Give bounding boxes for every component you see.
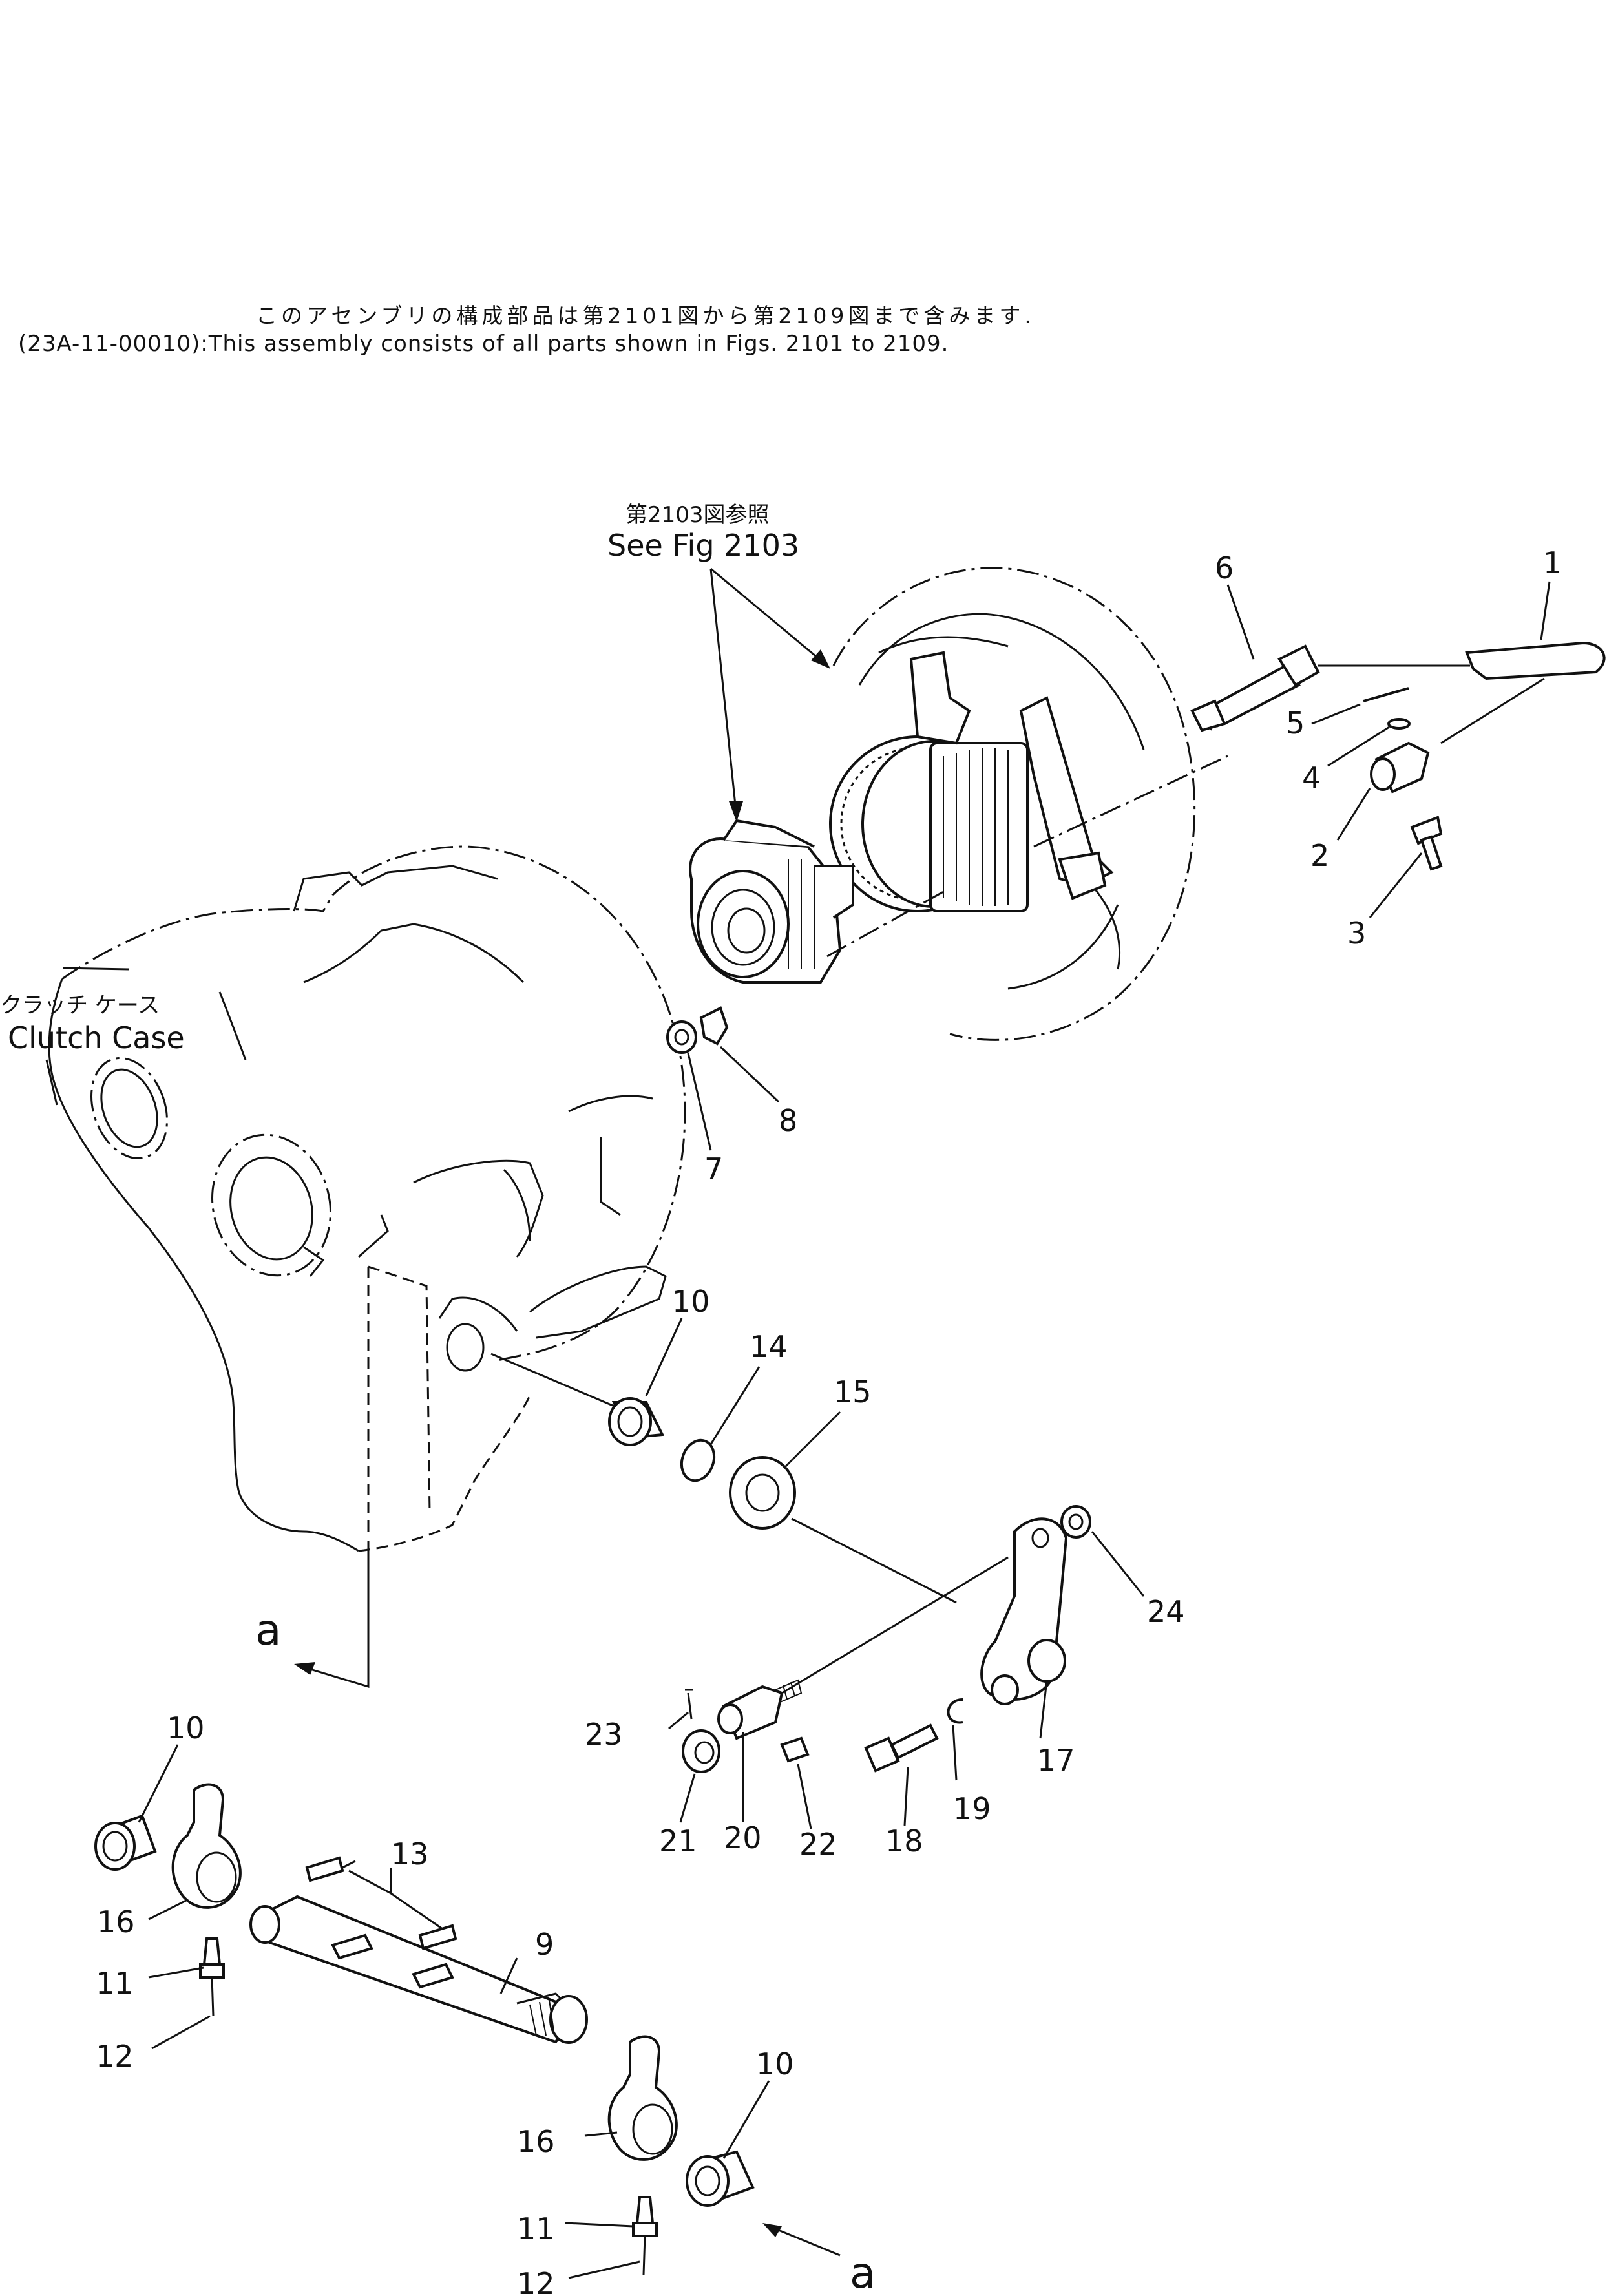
assembly-note-english: (23A-11-00010):This assembly consists of…	[18, 331, 949, 357]
part-6-bolt	[1190, 644, 1470, 732]
part-7-nut	[666, 1020, 697, 1054]
bearing-housing	[689, 819, 854, 984]
part-3-bolt	[1410, 816, 1443, 871]
part-label-22: 22	[799, 1827, 837, 1862]
part-number-labels: 1 2 3 4 5 6 7 8 9 10 10 10 11 11 12 12 1…	[96, 545, 1562, 2296]
part-10-bushing-upper	[608, 1397, 665, 1446]
part-14-o-ring	[680, 1438, 716, 1482]
axis-line-shaft-6	[1033, 755, 1228, 848]
part-5-pin	[1363, 687, 1409, 702]
see-fig-label-english: See Fig 2103	[607, 528, 799, 563]
part-24-nut	[1060, 1505, 1091, 1539]
part-10-bushing-left	[94, 1814, 157, 1871]
part-label-10-upper: 10	[672, 1284, 710, 1319]
part-label-6: 6	[1215, 551, 1234, 585]
part-label-11-right: 11	[517, 2211, 555, 2246]
axis-line-rod-20	[781, 1556, 1009, 1694]
part-label-14: 14	[750, 1329, 788, 1364]
part-label-3: 3	[1347, 916, 1366, 951]
leader-lines	[138, 581, 1551, 2279]
part-label-11-left: 11	[96, 1966, 134, 2001]
part-19-snap-ring	[947, 1698, 963, 1724]
part-16-shift-fork-right	[607, 2035, 678, 2161]
leader-1-to-2	[1440, 677, 1545, 744]
assembly-note-japanese: このアセンブリの構成部品は第2101図から第2109図まで含みます.	[256, 303, 1035, 328]
part-16-shift-fork-left	[171, 1783, 242, 1909]
view-marker-a-lower	[762, 2223, 841, 2257]
part-label-17: 17	[1037, 1743, 1075, 1778]
clutch-case-housing	[48, 845, 686, 1552]
part-label-23: 23	[585, 1717, 623, 1752]
part-8-lock-plate	[699, 1006, 729, 1046]
part-11-grease-fitting-right	[632, 2196, 658, 2237]
part-label-7: 7	[704, 1152, 723, 1186]
part-label-12-left: 12	[96, 2039, 134, 2074]
view-marker-a-upper-label: a	[255, 1605, 281, 1655]
part-label-21: 21	[659, 1824, 697, 1859]
part-label-4: 4	[1302, 761, 1321, 795]
part-label-9: 9	[535, 1927, 554, 1962]
view-marker-a-upper	[294, 1541, 370, 1689]
clutch-case-leader	[45, 967, 130, 1106]
clutch-case-label-japanese: クラッチ ケース	[0, 993, 160, 1018]
axis-line-bearing	[826, 890, 944, 958]
clutch-case-label-english: Clutch Case	[8, 1020, 185, 1055]
part-label-2: 2	[1310, 838, 1329, 873]
part-label-13: 13	[391, 1837, 429, 1871]
part-17-lever-arm	[980, 1517, 1068, 1705]
part-4-washer	[1387, 718, 1411, 730]
part-2-yoke	[1370, 741, 1430, 794]
part-label-8: 8	[779, 1103, 797, 1138]
part-label-16-right: 16	[517, 2124, 555, 2159]
see-fig-label-japanese: 第2103図参照	[625, 502, 770, 528]
part-label-10-left: 10	[167, 1711, 205, 1745]
axis-line-shaft-bore	[490, 1353, 621, 1410]
part-label-20: 20	[724, 1820, 762, 1855]
part-label-15: 15	[834, 1374, 872, 1409]
part-18-bolt	[864, 1723, 939, 1773]
part-15-seal	[729, 1456, 796, 1530]
part-12-wire-right	[642, 2235, 646, 2275]
part-11-grease-fitting-left	[199, 1937, 225, 1979]
part-label-10-right: 10	[756, 2047, 794, 2081]
part-23-cotter-pin	[685, 1689, 693, 1720]
part-label-18: 18	[885, 1824, 923, 1859]
see-fig-arrows	[709, 567, 830, 822]
part-label-12-right: 12	[517, 2266, 555, 2296]
part-9-cross-shaft	[249, 1895, 588, 2044]
view-marker-a-lower-label: a	[850, 2248, 876, 2296]
part-20-rod-end	[717, 1679, 803, 1740]
axis-line-lever-17	[791, 1517, 957, 1604]
part-1-lever	[1465, 641, 1606, 680]
clutch-drum-assembly	[829, 567, 1196, 1041]
part-22-pin	[780, 1736, 810, 1763]
part-12-wire-left	[211, 1977, 215, 2017]
part-label-16-left: 16	[97, 1904, 135, 1939]
part-label-24: 24	[1147, 1594, 1185, 1629]
part-label-1: 1	[1543, 545, 1562, 580]
part-21-bushing	[682, 1729, 720, 1773]
part-10-bushing-right	[686, 2150, 755, 2207]
part-label-5: 5	[1286, 706, 1305, 741]
part-label-19: 19	[953, 1791, 991, 1826]
